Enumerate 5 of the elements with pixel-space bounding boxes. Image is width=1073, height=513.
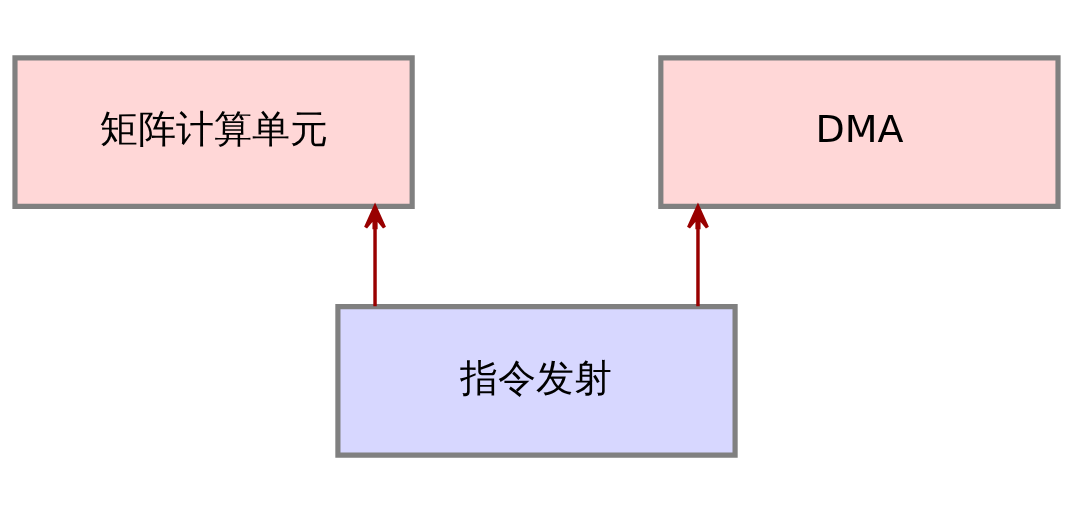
node-box: 矩阵计算单元 [12, 55, 415, 209]
arrow [364, 205, 387, 307]
node-box: 指令发射 [335, 304, 738, 458]
node-box: DMA [658, 55, 1061, 209]
arrow [686, 205, 709, 307]
